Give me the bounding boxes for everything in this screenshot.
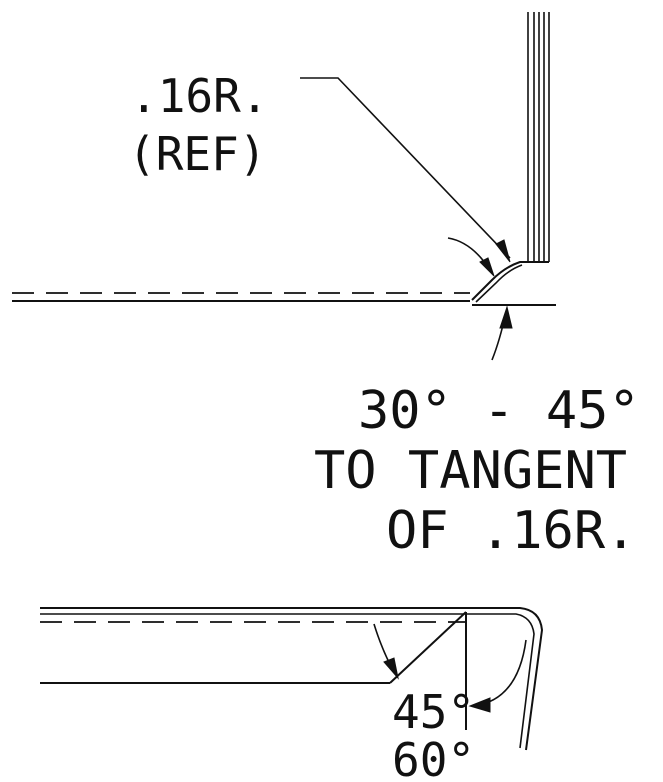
angle-note: 30° - 45° TO TANGENT OF .16R. <box>314 381 640 561</box>
angle-45-label: 45° <box>392 685 475 739</box>
chamfer-arrowhead <box>383 657 399 680</box>
radius-leader-line <box>300 77 511 259</box>
radius-label: .16R. <box>130 69 268 123</box>
bend-angle-arc <box>473 639 527 707</box>
fillet-contour <box>471 261 549 301</box>
fillet-arrowhead <box>479 257 495 277</box>
radius-arrowhead <box>495 239 511 263</box>
of-radius-label: OF .16R. <box>386 501 636 561</box>
ref-label: (REF) <box>128 127 266 181</box>
vertical-wall <box>527 12 550 262</box>
angle-range-label: 30° - 45° <box>358 381 640 441</box>
chamfer-line <box>389 611 467 684</box>
top-detail: .16R. (REF) <box>12 12 556 361</box>
angle-arrowhead <box>499 305 513 329</box>
bottom-detail: 45° 60° <box>40 607 544 782</box>
bend-arrowhead <box>468 697 491 713</box>
bottom-outer-contour <box>40 607 544 751</box>
tangent-label: TO TANGENT <box>314 441 627 501</box>
angle-60-label: 60° <box>392 733 475 782</box>
